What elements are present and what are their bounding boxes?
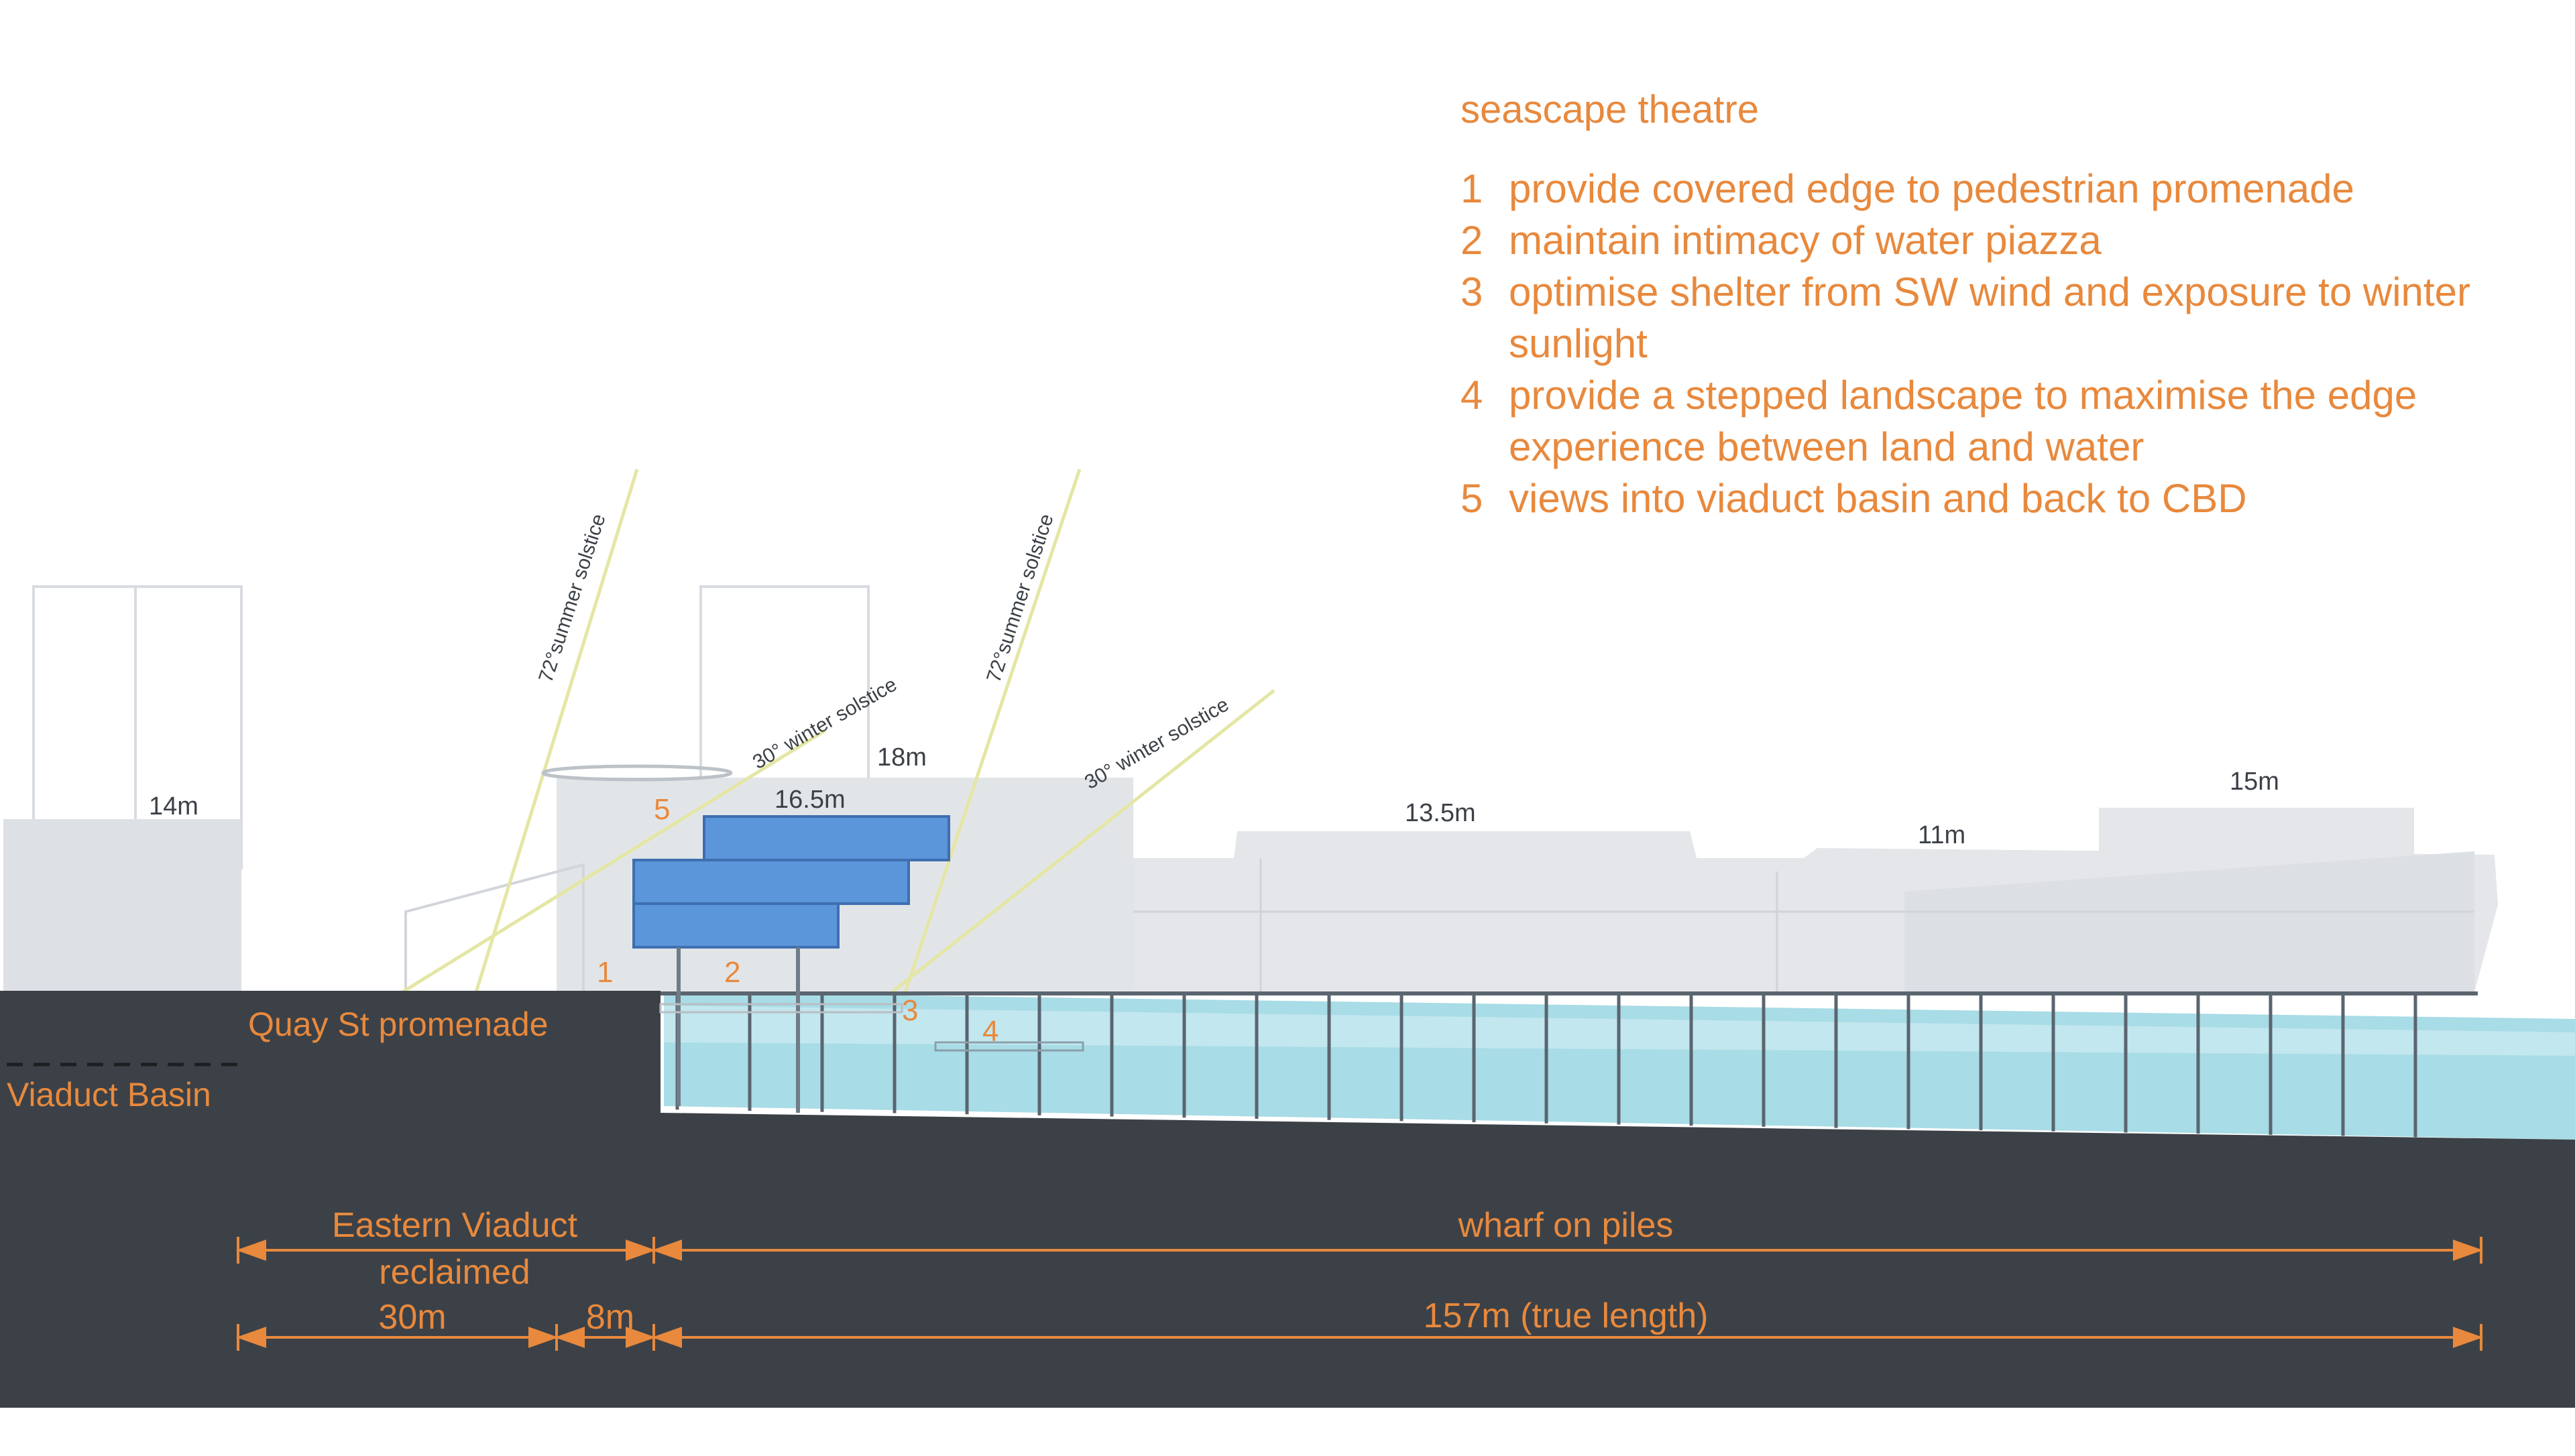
legend-item-3: 3 optimise shelter from SW wind and expos… [1461,266,2560,369]
marker-4: 4 [982,1015,998,1048]
marker-1: 1 [597,956,613,989]
legend-text: provide a stepped landscape to maximise … [1509,373,2417,469]
marker-3: 3 [902,994,918,1027]
reclaimed-label: reclaimed [379,1253,530,1292]
legend-item-2: 2 maintain intimacy of water piazza [1461,215,2560,266]
dimension-lines [235,1237,2484,1351]
legend-number: 2 [1461,218,1483,263]
legend-title: seascape theatre [1461,88,1759,131]
existing-buildings [3,778,2498,993]
legend-panel: seascape theatre 1 provide covered edge t… [1461,87,2560,524]
dimension-30m: 30m [378,1298,446,1337]
dimension-8m: 8m [586,1298,634,1337]
legend-number: 4 [1461,373,1483,418]
seascape-theatre [541,764,1084,1113]
legend-text: maintain intimacy of water piazza [1509,218,2102,263]
legend-number: 3 [1461,269,1483,314]
height-label-11m: 11m [1918,821,1965,849]
dimension-157m: 157m (true length) [1424,1296,1709,1335]
ground-section [0,991,2575,1408]
height-label-14m: 14m [149,792,198,821]
height-label-15m: 15m [2230,768,2279,796]
legend-text: provide covered edge to pedestrian prome… [1509,166,2354,211]
summer-solstice-right-label: 72°summer solstice [982,511,1057,685]
winter-solstice-right-label: 30° winter solstice [1081,693,1233,794]
eastern-viaduct-label: Eastern Viaduct [332,1206,578,1245]
quay-st-label: Quay St promenade [248,1006,549,1043]
legend-item-1: 1 provide covered edge to pedestrian prom… [1461,163,2560,215]
legend-number: 1 [1461,166,1483,211]
viaduct-basin-label: Viaduct Basin [7,1076,211,1113]
height-label-18m: 18m [877,743,927,772]
legend-text: views into viaduct basin and back to CBD [1509,476,2247,521]
wharf-on-piles-label: wharf on piles [1458,1206,1674,1245]
canopy [541,764,733,782]
legend-number: 5 [1461,476,1483,521]
legend-item-5: 5 views into viaduct basin and back to CB… [1461,473,2560,524]
height-label-13-5m: 13.5m [1405,799,1476,827]
legend-item-4: 4 provide a stepped landscape to maximise… [1461,369,2560,473]
marker-5: 5 [654,793,670,826]
legend-text: optimise shelter from SW wind and exposu… [1509,269,2470,366]
height-label-16-5m: 16.5m [775,786,846,814]
marker-2: 2 [724,956,740,989]
sun-angle-lines [401,469,1275,994]
